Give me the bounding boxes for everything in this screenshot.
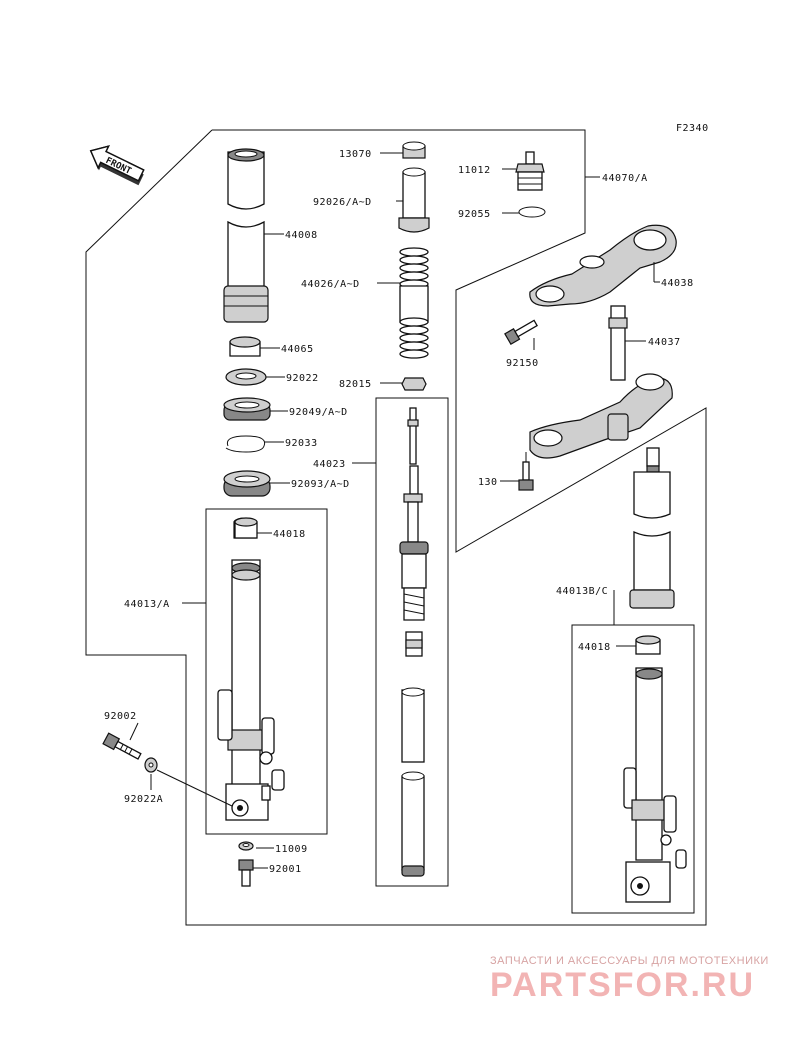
stem-44037 — [529, 305, 673, 459]
label-82015: 82015 — [339, 379, 372, 390]
label-92002: 92002 — [104, 711, 137, 722]
figure-id: F2340 — [676, 123, 709, 134]
assembly-outline — [85, 129, 707, 926]
label-92026: 92026/A~D — [313, 197, 372, 208]
o-ring-92055 — [518, 206, 546, 218]
label-44013: 44013/A — [124, 599, 170, 610]
bushing-44065 — [229, 336, 261, 357]
label-92049: 92049/A~D — [289, 407, 348, 418]
label-92093: 92093/A~D — [291, 479, 350, 490]
bolt-130 — [518, 461, 534, 491]
inner-tube-44008 — [223, 148, 269, 323]
label-130: 130 — [478, 477, 498, 488]
bolt-92002 — [102, 732, 142, 760]
watermark: ЗАПЧАСТИ И АКСЕССУАРЫ ДЛЯ МОТОТЕХНИКИ PA… — [490, 955, 769, 1004]
inner-tube-right — [629, 447, 675, 609]
label-44065: 44065 — [281, 344, 314, 355]
label-92022: 92022 — [286, 373, 319, 384]
label-44026: 44026/A~D — [301, 279, 360, 290]
label-44018-right: 44018 — [578, 642, 611, 653]
label-44023: 44023 — [313, 459, 346, 470]
damper-rod-44023 — [399, 407, 429, 877]
oil-seal-92049 — [223, 397, 271, 421]
label-44018-left: 44018 — [273, 529, 306, 540]
upper-bracket-44038 — [529, 224, 677, 307]
collar-13070 — [402, 141, 426, 159]
nut-82015 — [401, 377, 427, 391]
fork-outer-tube-44013bc — [623, 635, 687, 903]
label-92033: 92033 — [285, 438, 318, 449]
air-valve-11012 — [515, 151, 545, 191]
label-92022a: 92022A — [124, 794, 163, 805]
label-11012: 11012 — [458, 165, 491, 176]
circlip-92033 — [225, 435, 266, 453]
label-44070: 44070/A — [602, 173, 648, 184]
damper-box — [375, 397, 449, 887]
label-44013bc: 44013B/C — [556, 586, 608, 597]
label-92055: 92055 — [458, 209, 491, 220]
watermark-subtitle: ЗАПЧАСТИ И АКСЕССУАРЫ ДЛЯ МОТОТЕХНИКИ — [490, 955, 769, 967]
label-44038: 44038 — [661, 278, 694, 289]
fork-outer-tube-44013 — [217, 517, 285, 821]
front-arrow-icon: FRONT — [89, 145, 145, 186]
dust-seal-92093 — [223, 470, 271, 497]
bushing-44018-left — [234, 517, 258, 539]
label-44037: 44037 — [648, 337, 681, 348]
watermark-brand: PARTSFOR.RU — [490, 966, 755, 1004]
bolt-92001 — [238, 859, 254, 887]
bolt-92150 — [504, 319, 538, 346]
fork-right-box — [571, 624, 695, 914]
label-44008: 44008 — [285, 230, 318, 241]
label-13070: 13070 — [339, 149, 372, 160]
label-92150: 92150 — [506, 358, 539, 369]
spring-44026 — [399, 247, 429, 359]
label-11009: 11009 — [275, 844, 308, 855]
fork-left-box — [205, 508, 328, 835]
label-92001: 92001 — [269, 864, 302, 875]
spacer-92026 — [398, 167, 430, 233]
